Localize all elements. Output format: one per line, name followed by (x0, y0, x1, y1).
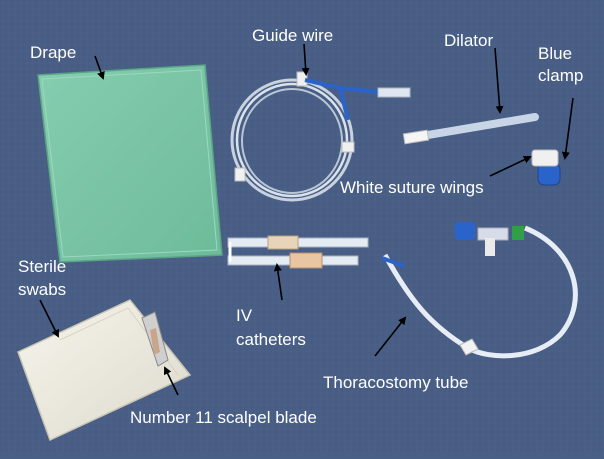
blue-clamp-label-line2: clamp (538, 66, 584, 85)
guide-wire (230, 71, 411, 202)
guide-wire-label: Guide wire (252, 26, 334, 45)
white-suture-wings-label: White suture wings (340, 178, 484, 197)
sterile-swabs-label-line1: Sterile (18, 257, 67, 276)
annotation-arrows (39, 43, 574, 396)
iv-catheters (227, 235, 369, 269)
drape (37, 64, 223, 263)
scalpel-blade (141, 311, 169, 367)
blue-clamp-label-line1: Blue (538, 44, 573, 63)
dilator (402, 113, 539, 145)
sterile-swabs-label-line2: swabs (18, 280, 67, 299)
thoracostomy-tube-label: Thoracostomy tube (323, 373, 469, 392)
blue-clamp (531, 149, 561, 186)
iv-catheters-label-line2: catheters (236, 330, 306, 349)
drape-label: Drape (30, 43, 77, 62)
thoracostomy-tube (382, 225, 578, 359)
stopcock-connectors (455, 222, 524, 256)
dilator-label: Dilator (444, 31, 494, 50)
iv-catheters-label-line1: IV (236, 306, 253, 325)
scalpel-blade-label: Number 11 scalpel blade (130, 408, 317, 427)
